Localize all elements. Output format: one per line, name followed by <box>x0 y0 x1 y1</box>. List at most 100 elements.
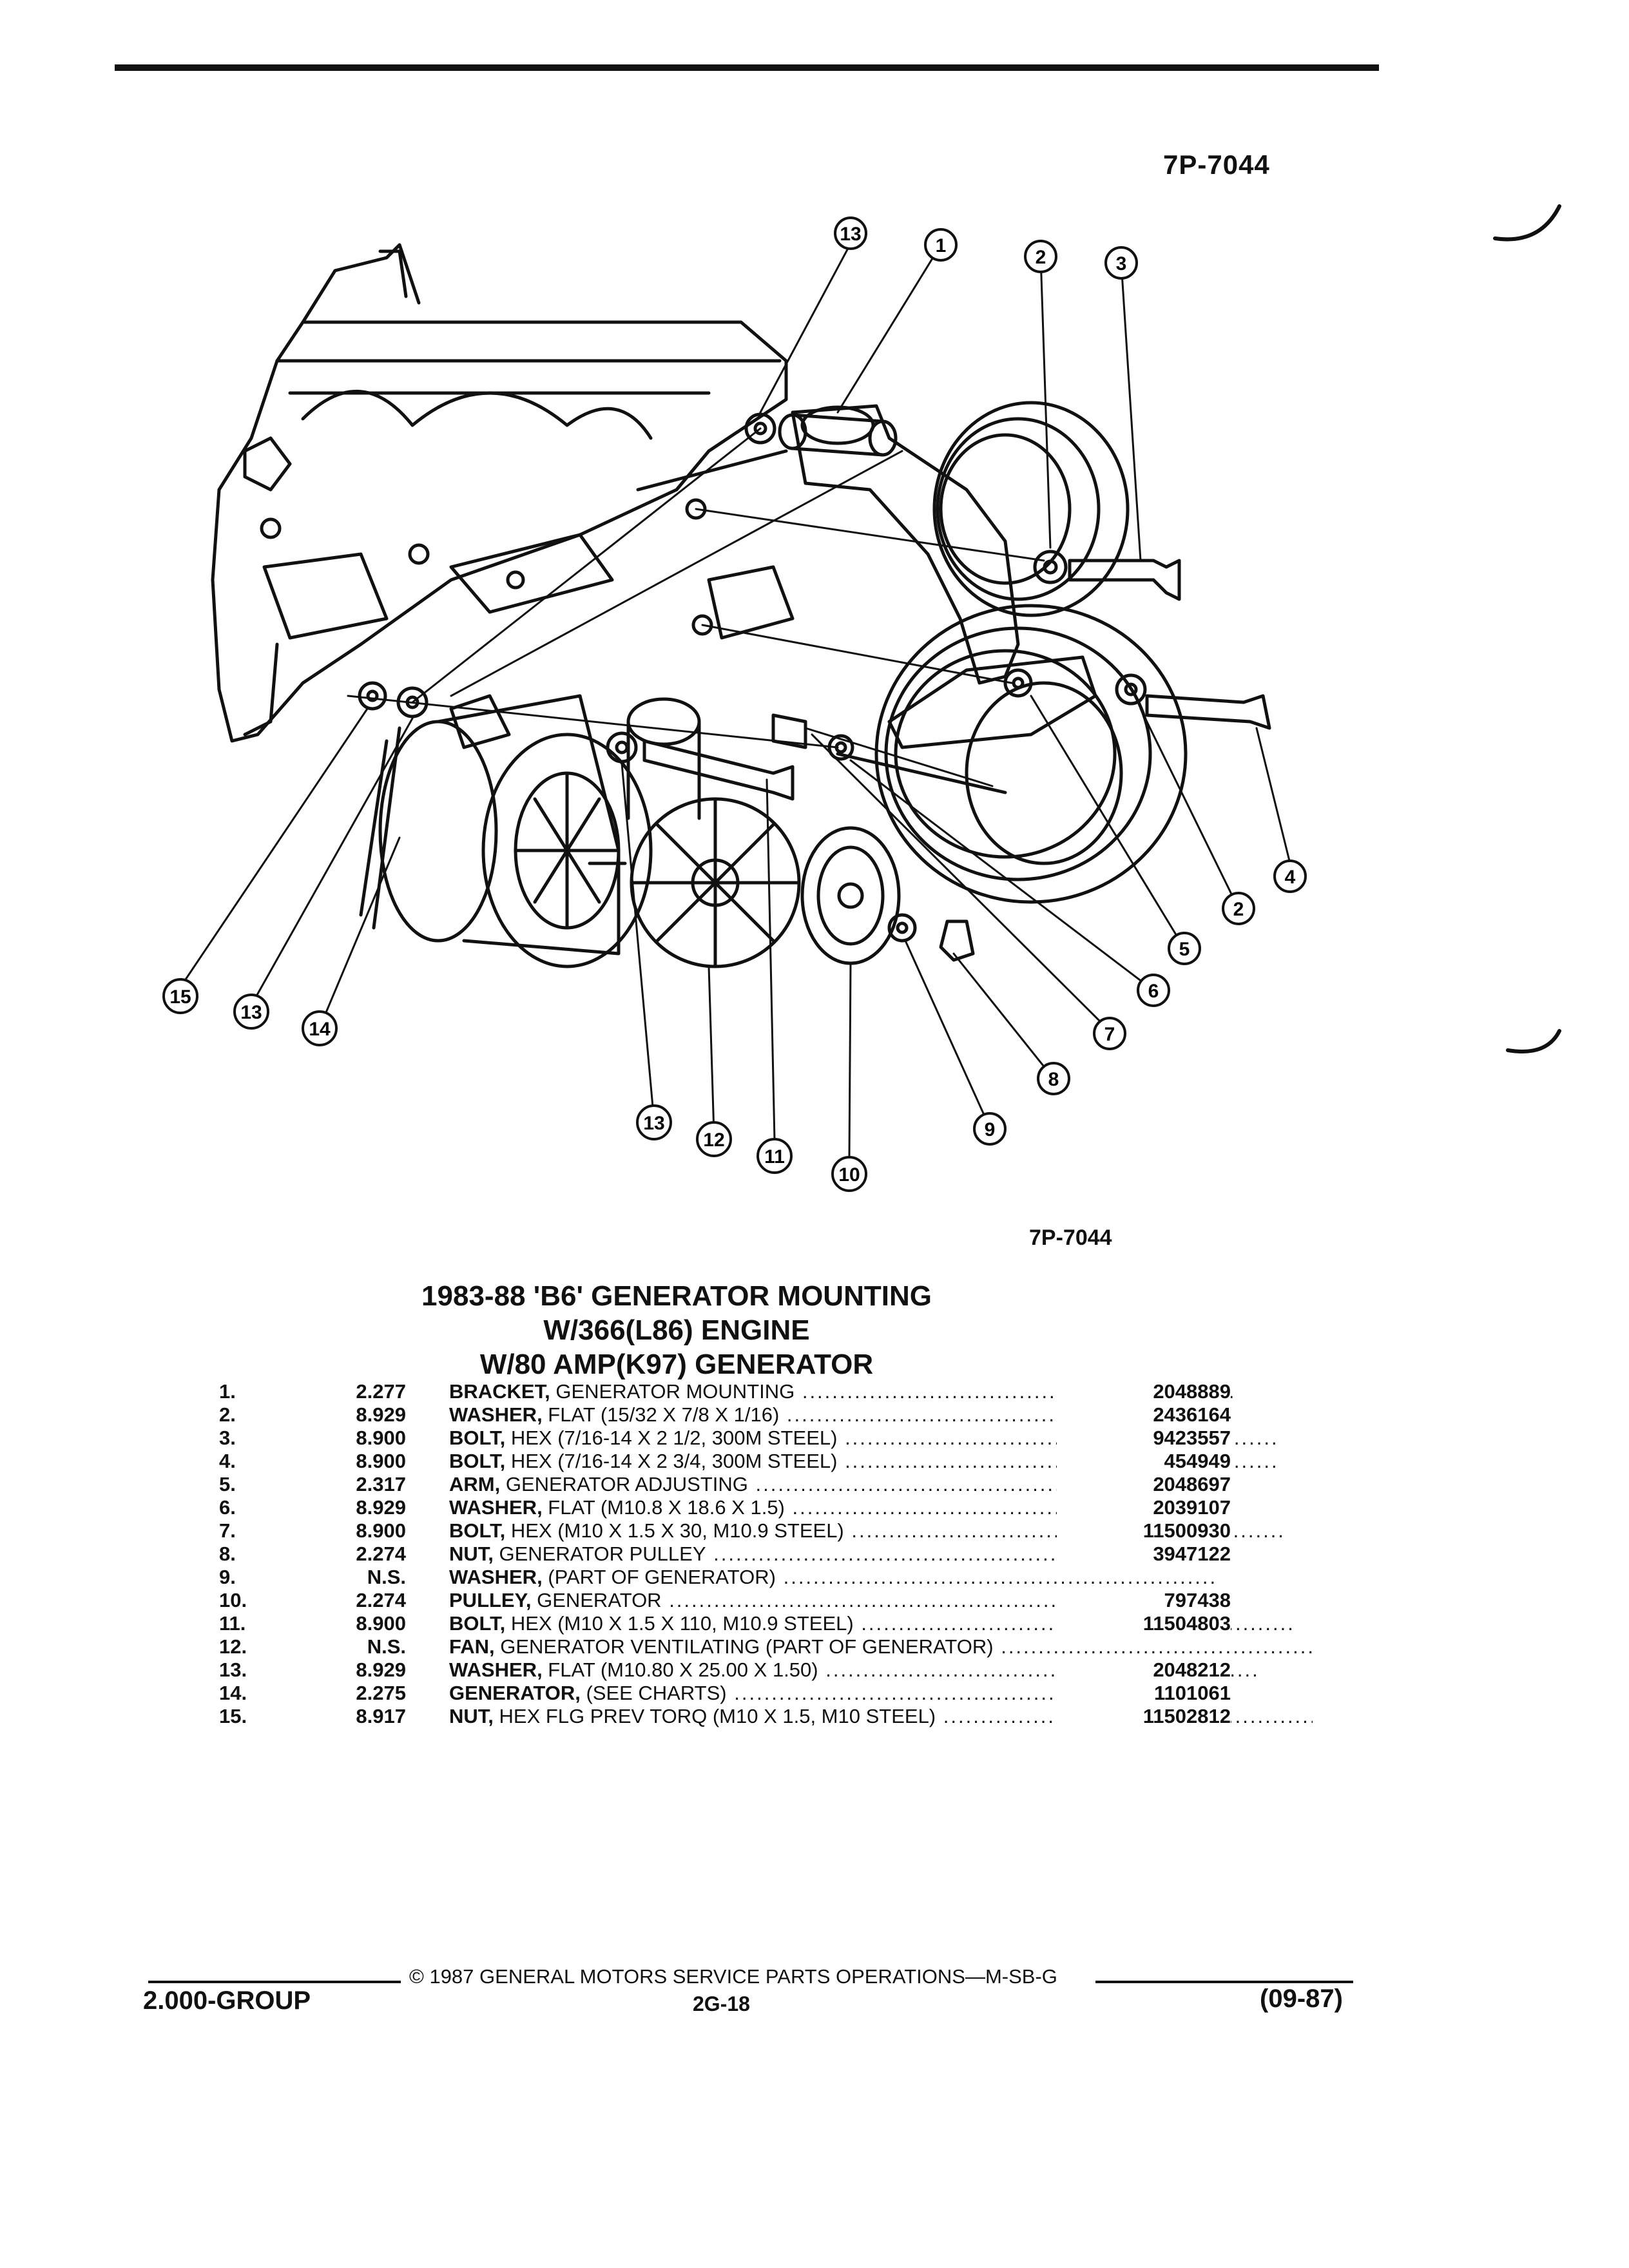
callout-10: 10 <box>831 1156 867 1192</box>
figure-ref-bottom: 7P-7044 <box>1029 1225 1112 1250</box>
group-number: 8.900 <box>356 1612 406 1635</box>
callout-11: 11 <box>757 1138 793 1174</box>
callout-5: 5 <box>1168 932 1201 965</box>
group-number: 8.929 <box>356 1496 406 1519</box>
item-number: 9. <box>219 1566 236 1588</box>
callout-13-left: 13 <box>233 994 269 1030</box>
part-number: 2048212 <box>1057 1658 1231 1682</box>
part-number: 2048697 <box>1057 1473 1231 1496</box>
group-number: 8.900 <box>356 1519 406 1542</box>
exploded-view-diagram: 13 1 2 3 4 2 5 6 7 8 9 10 11 12 13 13 14… <box>162 204 1561 1192</box>
item-number: 6. <box>219 1496 236 1519</box>
part-name: ARM, <box>449 1473 501 1495</box>
group-number: 8.929 <box>356 1403 406 1426</box>
item-number: 3. <box>219 1427 236 1449</box>
generator-drawing <box>359 694 653 968</box>
footer-group: 2.000-GROUP <box>143 1986 311 2015</box>
part-detail: GENERATOR PULLEY <box>493 1542 706 1565</box>
svg-text:13: 13 <box>840 224 861 245</box>
part-description: WASHER, (PART OF GENERATOR) ............… <box>449 1566 1218 1588</box>
callout-12: 12 <box>696 1121 732 1157</box>
part-detail: HEX (7/16-14 X 2 3/4, 300M STEEL) <box>505 1450 838 1472</box>
svg-text:8: 8 <box>1048 1069 1059 1090</box>
group-number: 8.917 <box>356 1705 406 1727</box>
part-name: BOLT, <box>449 1450 506 1472</box>
callout-9: 9 <box>973 1112 1007 1146</box>
part-number: 2048889 <box>1057 1380 1231 1403</box>
svg-text:13: 13 <box>240 1002 262 1023</box>
bolts-drawing <box>588 559 1271 962</box>
parts-row: 11. 8.900 BOLT, HEX (M10 X 1.5 X 110, M10.… <box>219 1612 1293 1635</box>
part-description: FAN, GENERATOR VENTILATING (PART OF GENE… <box>449 1635 1313 1658</box>
callout-7: 7 <box>1093 1017 1126 1050</box>
part-number: 3947122 <box>1057 1542 1231 1566</box>
part-detail: HEX (M10 X 1.5 X 110, M10.9 STEEL) <box>505 1612 854 1635</box>
part-detail: FLAT (15/32 X 7/8 X 1/16) <box>542 1403 780 1426</box>
part-number: 454949 <box>1057 1450 1231 1473</box>
svg-text:14: 14 <box>309 1019 331 1040</box>
part-detail: HEX FLG PREV TORQ (M10 X 1.5, M10 STEEL) <box>493 1705 936 1727</box>
svg-text:13: 13 <box>643 1113 664 1134</box>
callout-2-top: 2 <box>1024 240 1057 273</box>
item-number: 11. <box>219 1612 246 1635</box>
part-number: 11504803 <box>1057 1612 1231 1635</box>
part-number: 1101061 <box>1057 1682 1231 1705</box>
engine-block-drawing <box>211 243 795 743</box>
group-number: 2.274 <box>356 1589 406 1611</box>
part-name: BRACKET, <box>449 1380 550 1403</box>
part-number: 2039107 <box>1057 1496 1231 1519</box>
callout-13-bottom: 13 <box>636 1104 672 1140</box>
svg-text:15: 15 <box>169 986 191 1008</box>
washers-drawing <box>358 412 1147 943</box>
part-number: 11502812 <box>1057 1705 1231 1728</box>
group-number: 8.929 <box>356 1658 406 1681</box>
part-number: 797438 <box>1057 1589 1231 1612</box>
part-name: BOLT, <box>449 1612 506 1635</box>
item-number: 2. <box>219 1403 236 1426</box>
part-name: BOLT, <box>449 1427 506 1449</box>
diagram-title: 1983-88 'B6' GENERATOR MOUNTING W/366(L8… <box>322 1279 1031 1381</box>
item-number: 12. <box>219 1635 247 1658</box>
callout-3: 3 <box>1104 246 1138 280</box>
svg-text:1: 1 <box>936 235 947 256</box>
part-name: PULLEY, <box>449 1589 532 1611</box>
callout-13-top: 13 <box>834 216 867 250</box>
svg-text:2: 2 <box>1233 899 1244 920</box>
part-name: WASHER, <box>449 1658 543 1681</box>
spacer-drawing <box>778 413 898 457</box>
svg-text:5: 5 <box>1179 939 1190 960</box>
part-name: BOLT, <box>449 1519 506 1542</box>
part-detail: GENERATOR <box>531 1589 662 1611</box>
part-name: NUT, <box>449 1705 494 1727</box>
assembly-lines <box>347 427 1045 787</box>
title-line-2: W/366(L86) ENGINE <box>543 1314 810 1346</box>
footer-copyright: © 1987 GENERAL MOTORS SERVICE PARTS OPER… <box>409 1965 1057 1988</box>
group-number: N.S. <box>367 1635 406 1658</box>
part-name: WASHER, <box>449 1566 543 1588</box>
group-number: 2.277 <box>356 1380 406 1403</box>
item-number: 15. <box>219 1705 247 1727</box>
part-detail: FLAT (M10.80 X 25.00 X 1.50) <box>542 1658 818 1681</box>
part-number: 11500930 <box>1057 1519 1231 1542</box>
footer-rule-right <box>1095 1981 1353 1983</box>
callout-2-right: 2 <box>1222 892 1255 925</box>
part-detail: HEX (M10 X 1.5 X 30, M10.9 STEEL) <box>505 1519 844 1542</box>
parts-row: 9. N.S. WASHER, (PART OF GENERATOR) ......… <box>219 1566 1250 1589</box>
item-number: 5. <box>219 1473 236 1495</box>
svg-text:4: 4 <box>1285 867 1296 888</box>
part-name: FAN, <box>449 1635 495 1658</box>
callout-1: 1 <box>924 228 958 262</box>
group-number: N.S. <box>367 1566 406 1588</box>
title-line-3: W/80 AMP(K97) GENERATOR <box>479 1349 874 1380</box>
part-detail: (SEE CHARTS) <box>580 1682 727 1704</box>
